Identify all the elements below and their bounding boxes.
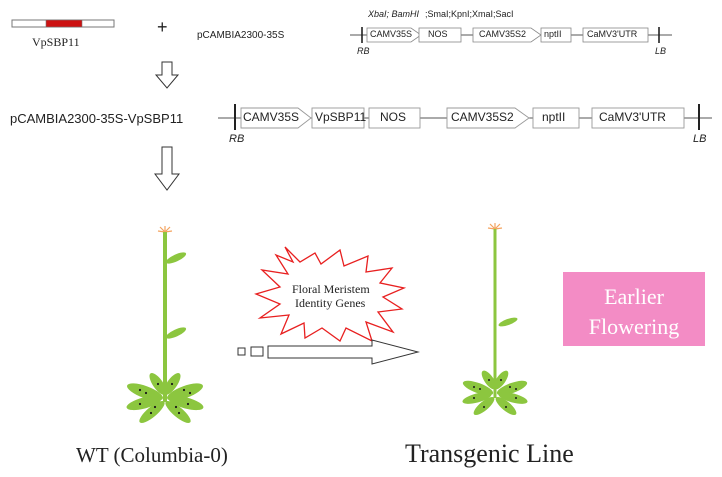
element-label-camv35s-small: CAMV35S: [370, 29, 413, 39]
element-label-nos-small: NOS: [428, 29, 448, 39]
arrow-dash-2: [250, 346, 264, 357]
element-label-utr-small: CaMV3'UTR: [587, 29, 638, 39]
element-label-camv35s: CAMV35S: [243, 110, 300, 124]
element-camv35s: [240, 107, 312, 129]
wt-stem-leaf-1: [165, 252, 187, 264]
element-nos-small: [418, 27, 462, 43]
lb-label: LB: [693, 133, 707, 145]
down-arrow-1: [154, 61, 180, 89]
wt-rosette-dots: [138, 382, 192, 415]
rb-label-small: RB: [357, 46, 370, 56]
vector-map-small: [350, 27, 672, 43]
wt-rosette: [126, 372, 204, 423]
transgenic-label: Transgenic Line: [405, 439, 574, 468]
gene-insert: [45, 19, 83, 28]
wt-label: WT (Columbia-0): [76, 443, 228, 467]
element-utr-small: [582, 27, 649, 43]
restriction-sites-italic: XbaI; BamHI: [368, 9, 420, 19]
lb-label-small: LB: [655, 46, 667, 56]
transgenic-rosette-dots: [473, 379, 517, 408]
element-label-nptii-small: nptII: [544, 29, 562, 39]
vector-label: pCAMBIA2300-35S: [197, 30, 285, 41]
element-nos: [368, 107, 421, 129]
plus-sign: +: [157, 17, 168, 37]
vector-map-construct: [218, 104, 712, 130]
element-label-camv35s2: CAMV35S2: [451, 110, 514, 124]
element-label-vpsbp11: VpSBP11: [315, 110, 367, 124]
construct-label: pCAMBIA2300-35S-VpSBP11: [10, 111, 184, 126]
transgenic-stem-leaf: [498, 317, 518, 327]
process-arrow: [237, 339, 420, 365]
element-label-nptii: nptII: [542, 110, 566, 124]
wt-stem-leaf-2: [165, 327, 187, 339]
gene-bar: [11, 19, 115, 28]
arrow-body: [267, 339, 420, 365]
element-label-nos: NOS: [380, 110, 407, 124]
element-camv35s2-small: [472, 27, 542, 43]
burst-line-2: Identity Genes: [295, 296, 366, 310]
element-vpsbp11: [311, 107, 365, 129]
transgenic-flower: [487, 223, 503, 230]
element-utr: [591, 107, 685, 129]
earlier-flowering-box: Earlier Flowering: [563, 272, 705, 346]
outcome-line-1: Earlier: [604, 284, 664, 309]
element-nptii-small: [540, 27, 572, 43]
wt-plant: [126, 226, 204, 423]
gene-label: VpSBP11: [32, 35, 80, 49]
wt-flower: [157, 226, 173, 233]
restriction-sites-rest: ;SmaI;KpnI;XmaI;SacI: [425, 9, 514, 19]
down-arrow-2: [154, 146, 180, 191]
element-label-utr: CaMV3'UTR: [599, 110, 666, 124]
element-camv35s-small: [366, 27, 422, 43]
burst-line-1: Floral Meristem: [292, 282, 370, 296]
element-camv35s2: [446, 107, 530, 129]
outcome-line-2: Flowering: [588, 314, 680, 339]
element-label-camv35s2-small: CAMV35S2: [479, 29, 527, 39]
arrow-dash-1: [237, 347, 246, 356]
transgenic-plant: [462, 223, 528, 416]
rb-label: RB: [229, 133, 245, 145]
element-nptii: [532, 107, 580, 129]
